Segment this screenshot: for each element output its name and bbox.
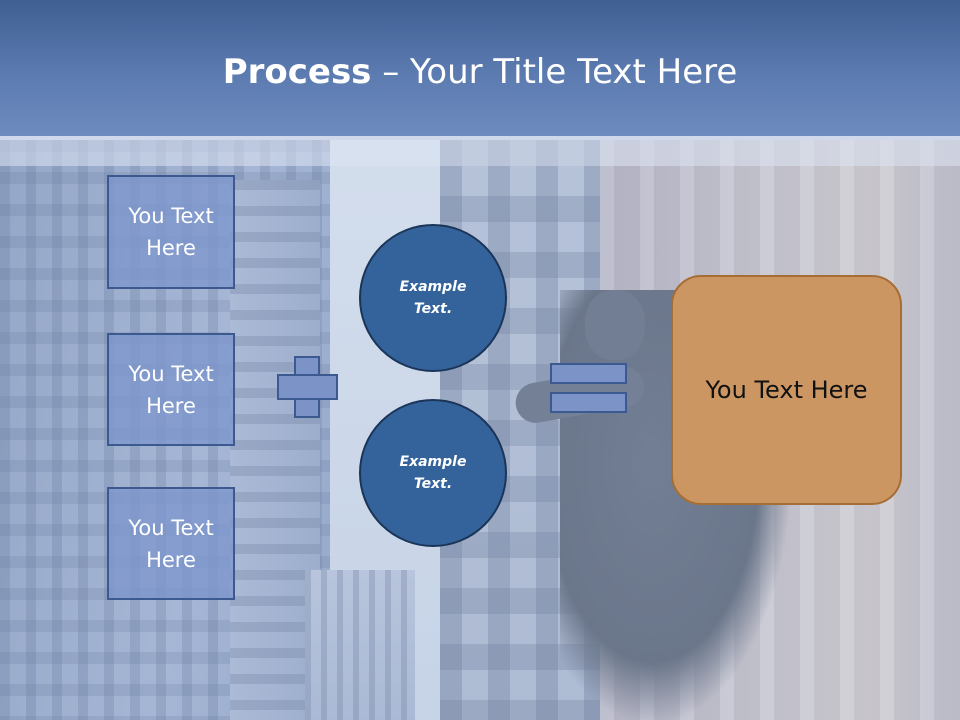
equals-icon-bottom-bar[interactable] xyxy=(550,392,627,413)
text-box-label: You Text Here xyxy=(128,361,214,418)
title-bar xyxy=(0,0,960,136)
circle-label: Example Text. xyxy=(399,279,467,317)
title-strip xyxy=(0,136,960,166)
slide-title[interactable]: Process – Your Title Text Here xyxy=(0,52,960,92)
result-label: You Text Here xyxy=(705,376,868,404)
title-bold: Process xyxy=(222,52,372,92)
text-box-label: You Text Here xyxy=(128,515,214,572)
plus-icon xyxy=(296,376,318,398)
result-box[interactable]: You Text Here xyxy=(671,275,902,505)
text-box-1[interactable]: You Text Here xyxy=(107,175,235,289)
title-rest: – Your Title Text Here xyxy=(371,52,738,92)
statue-head xyxy=(585,290,645,360)
text-box-2[interactable]: You Text Here xyxy=(107,333,235,446)
example-circle-1[interactable]: Example Text. xyxy=(359,224,507,372)
equals-icon-top-bar[interactable] xyxy=(550,363,627,384)
example-circle-2[interactable]: Example Text. xyxy=(359,399,507,547)
text-box-label: You Text Here xyxy=(128,204,214,260)
distant-building xyxy=(305,570,415,720)
text-box-3[interactable]: You Text Here xyxy=(107,487,235,600)
circle-label: Example Text. xyxy=(399,454,467,492)
